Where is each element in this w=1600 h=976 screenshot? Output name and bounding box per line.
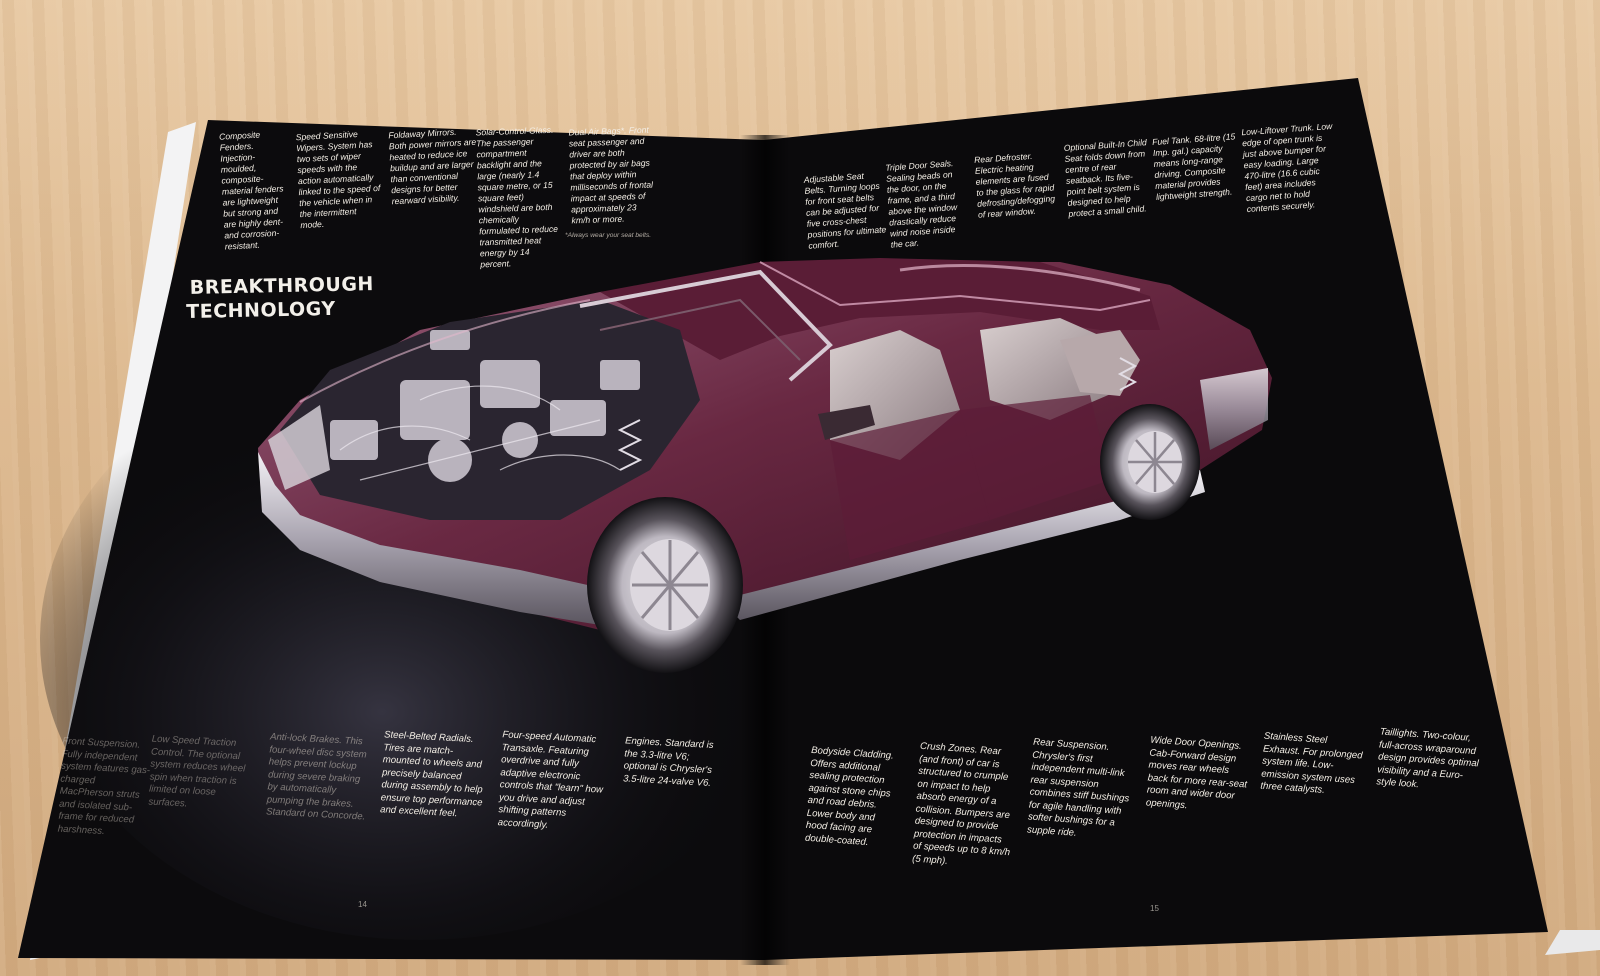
airbag-footnote: *Always wear your seat belts. (565, 232, 652, 239)
feature-foldaway-mirrors: Foldaway Mirrors. Both power mirrors are… (388, 126, 477, 207)
feature-taillights: Taillights. Two-colour, full-across wrap… (1376, 726, 1480, 791)
feature-engines: Engines. Standard is the 3.3-litre V6; o… (622, 735, 714, 789)
feature-fuel-tank: Fuel Tank. 68-litre (15 Imp. gal.) capac… (1151, 131, 1236, 202)
page-number-left: 14 (358, 900, 367, 909)
feature-low-liftover-trunk: Low-Liftover Trunk. Low edge of open tru… (1241, 120, 1333, 215)
feature-bodyside-cladding: Bodyside Cladding. Offers additional sea… (804, 744, 895, 848)
feature-solar-control-glass: Solar-Control-Glass. The passenger compa… (475, 124, 559, 270)
feature-speed-sensitive-wipers: Speed Sensitive Wipers. System has two s… (295, 128, 381, 231)
feature-rear-defroster: Rear Defroster. Electric heating element… (973, 150, 1056, 220)
feature-stainless-exhaust: Stainless Steel Exhaust. For prolonged s… (1260, 730, 1363, 796)
feature-child-seat: Optional Built-In Child Seat folds down … (1063, 137, 1148, 219)
page-number-right: 15 (1150, 904, 1159, 913)
feature-crush-zones: Crush Zones. Rear (and front) of car is … (911, 740, 1011, 867)
heading-line-2: TECHNOLOGY (186, 297, 336, 324)
feature-anti-lock-brakes: Anti-lock Brakes. This four-wheel disc s… (265, 731, 367, 823)
feature-front-suspension: Front Suspension. Fully independent syst… (57, 735, 151, 837)
section-heading: BREAKTHROUGH TECHNOLOGY (186, 272, 375, 324)
feature-dual-air-bags: Dual Air Bags*. Front seat passenger and… (568, 124, 654, 226)
feature-traction-control: Low Speed Traction Control. The optional… (148, 733, 246, 809)
feature-triple-door-seals: Triple Door Seals. Sealing beads on the … (885, 158, 958, 250)
feature-wide-door-openings: Wide Door Openings. Cab-Forward design m… (1145, 734, 1248, 811)
feature-adjustable-seat-belts: Adjustable Seat Belts. Turning loops for… (803, 170, 887, 251)
feature-steel-belted-radials: Steel-Belted Radials. Tires are match-mo… (379, 729, 483, 820)
feature-composite-fenders: Composite Fenders. Injection-moulded, co… (218, 129, 284, 252)
car-cutaway-illustration (258, 258, 1272, 673)
heading-line-1: BREAKTHROUGH (189, 273, 375, 299)
feature-four-speed-transaxle: Four-speed Automatic Transaxle. Featurin… (497, 729, 604, 831)
feature-rear-suspension: Rear Suspension. Chrysler's first indepe… (1026, 736, 1130, 839)
